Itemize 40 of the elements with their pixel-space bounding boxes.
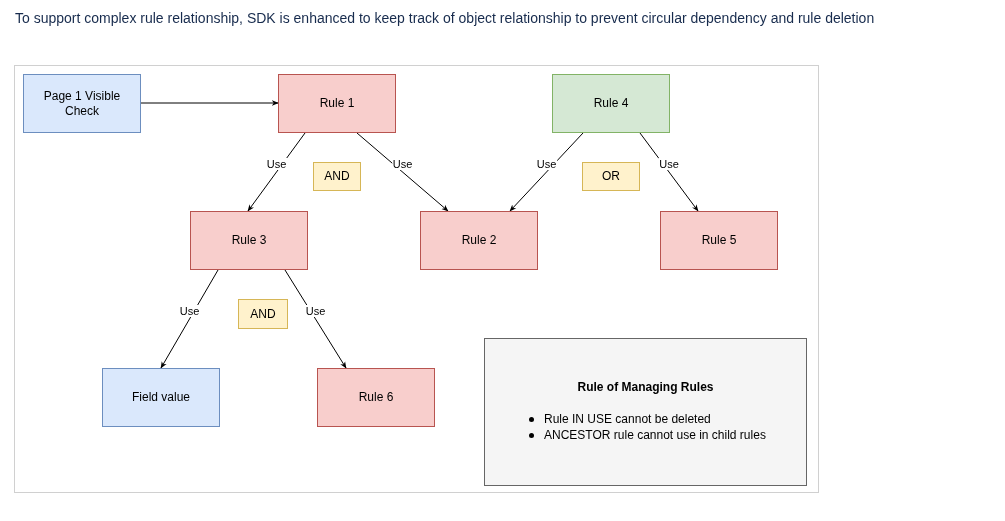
process-box [582,162,640,191]
edge-label: Use [658,158,680,170]
process-box [102,368,220,427]
box-label: Rule 1 [318,96,356,111]
box-label: Rule 6 [357,390,395,405]
box-label: Rule 2 [460,233,498,248]
process-box [23,74,141,133]
edge-label: Use [391,158,414,170]
edge-label: Use [304,305,327,317]
box-label: Rule 3 [230,233,268,248]
bullet-item: Rule IN USE cannot be deleted [544,412,711,427]
process-box [238,299,288,329]
arrow [639,132,699,212]
box-label: Rule 5 [700,233,738,248]
box-label: Rule 4 [592,96,630,111]
box-label: Field value [131,390,191,405]
edge-label: Use [178,305,201,317]
arrow [284,269,347,369]
arrow [140,100,279,106]
edge-label: Use [535,158,558,170]
arrow [160,269,219,369]
note-panel [484,338,807,486]
box-label: OR [601,169,621,184]
title: To support complex rule relationship, SDK is enhanced to keep track of object relationship to prevent circular dependency and rule deletion [15,10,875,26]
process-box [420,211,538,270]
note-heading: Rule of Managing Rules [577,380,714,395]
process-box [190,211,308,270]
process-box [278,74,396,133]
arrow [247,132,306,212]
arrow [509,132,584,212]
bullet-item: ANCESTOR rule cannot use in child rules [544,428,766,443]
process-box [317,368,435,427]
process-box [660,211,778,270]
process-box [313,162,361,191]
edge-label: Use [265,158,288,170]
process-box [552,74,670,133]
box-label: Page 1 Visible Check [42,88,122,119]
box-label: AND [249,306,277,322]
box-label: AND [323,169,351,184]
arrow [356,132,449,212]
